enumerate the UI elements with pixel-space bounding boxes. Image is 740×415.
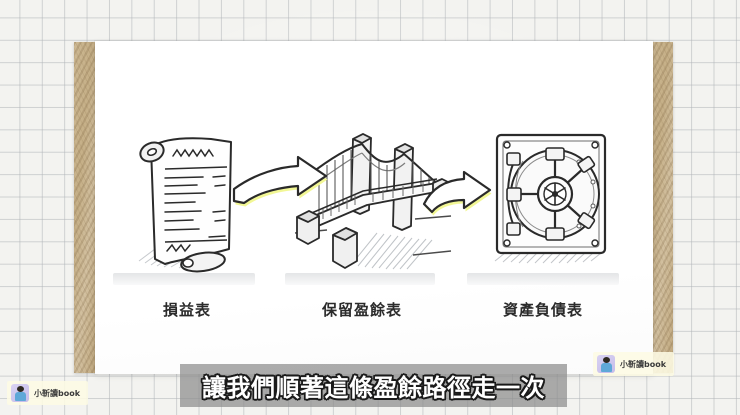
wood-board-right-edge	[650, 42, 673, 373]
avatar-icon	[597, 355, 615, 373]
watermark-right: 小靳讀book	[593, 352, 675, 376]
arrow-bridge-to-vault	[420, 169, 494, 217]
watermark-bottom-left: 小靳讀book	[7, 381, 89, 405]
figure-shadow-bar-3	[467, 273, 619, 285]
wood-board-left-edge	[74, 42, 97, 373]
diagram-figures: 損益表 保留盈餘表 資產負債表	[95, 41, 653, 374]
subtitle-bar: 讓我們順著這條盈餘路徑走一次	[180, 364, 567, 407]
figure-label-retained-earnings: 保留盈餘表	[321, 301, 402, 319]
figure-label-balance-sheet: 資產負債表	[502, 301, 583, 319]
arrow-scroll-to-bridge	[230, 153, 330, 209]
watermark-label: 小靳讀book	[34, 388, 81, 398]
watermark-label: 小靳讀book	[620, 359, 667, 369]
scroll-icon	[133, 129, 263, 274]
figure-shadow-bar-2	[285, 273, 435, 285]
vault-icon	[487, 127, 617, 272]
figure-shadow-bar-1	[113, 273, 255, 285]
subtitle-text: 讓我們順著這條盈餘路徑走一次	[202, 374, 545, 402]
figure-label-income-statement: 損益表	[162, 301, 211, 319]
presentation-sheet: 損益表 保留盈餘表 資產負債表	[95, 41, 653, 374]
avatar-icon	[11, 384, 29, 402]
